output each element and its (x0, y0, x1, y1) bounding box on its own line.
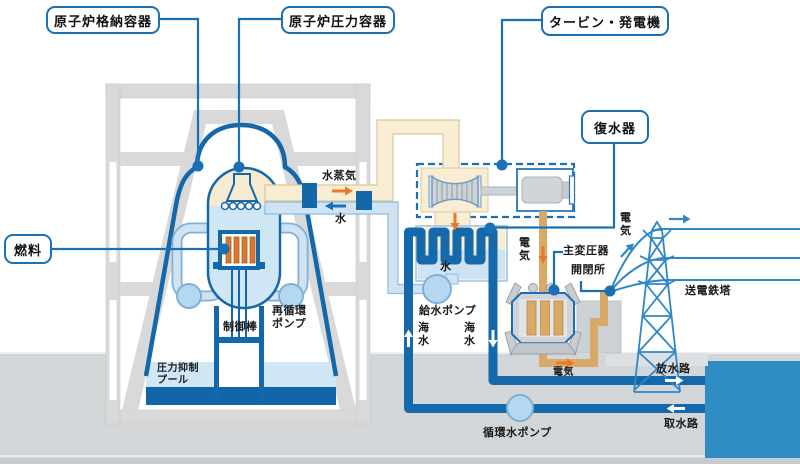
seawater-down-label: 海水 (464, 321, 475, 347)
water-flow-arrow (325, 201, 346, 211)
callout-pressure-vessel: 原子炉圧力容器 (281, 6, 395, 34)
callout-turbine-generator-label: タービン・発電機 (548, 15, 661, 31)
transmission-tower-label: 送電鉄塔 (685, 284, 731, 297)
condenser-water-label: 水 (440, 260, 452, 273)
steam-flow-arrow (332, 186, 353, 196)
steam-separator (225, 173, 259, 202)
suppression-pool-label: 圧力抑制 プール (157, 363, 199, 386)
callout-connectors (52, 17, 616, 293)
callout-turbine-generator: タービン・発電機 (541, 6, 669, 36)
control-rods-graphic (231, 268, 247, 337)
callout-condenser-label: 復水器 (593, 121, 636, 137)
electricity-up-arrow (620, 243, 634, 258)
generator-graphic (516, 168, 576, 212)
turbine-graphic (420, 167, 518, 213)
switchyard-building (576, 300, 622, 354)
callout-dots (192, 159, 616, 297)
feed-pump-label: 給水ポンプ (419, 304, 477, 317)
feedwater-pump-graphic (422, 273, 459, 304)
electricity-down-arrow (538, 246, 548, 264)
callout-containment-vessel: 原子炉格納容器 (46, 6, 160, 34)
electricity-tower-label: 電気 (620, 211, 631, 237)
turbine-down-arrow (450, 213, 460, 231)
water-label: 水 (335, 212, 347, 225)
steam-bubbles (220, 201, 262, 211)
reactor-pressure-vessel-graphic (206, 166, 282, 405)
intake-channel-label: 取水路 (664, 417, 699, 430)
discharge-channel-label: 放水路 (656, 362, 691, 375)
circulating-pump-graphic (506, 394, 534, 422)
electricity-right-arrow (556, 358, 575, 368)
turbine-generator-enclosure (415, 162, 576, 219)
main-transformer-label: 主変圧器 (563, 244, 609, 257)
transformer-graphic (504, 282, 582, 356)
recirc-pump-right (278, 283, 304, 309)
control-rods-label: 制御棒 (223, 320, 258, 333)
circulating-pump-label: 循環水ポンプ (483, 426, 552, 439)
tower-pad (606, 353, 708, 366)
callout-pressure-vessel-label: 原子炉圧力容器 (288, 14, 387, 30)
discharge-arrow (665, 376, 684, 385)
callout-containment-label: 原子炉格納容器 (53, 14, 152, 30)
power-lines (609, 228, 800, 293)
electricity-ground-label: 電気 (553, 367, 574, 378)
seawater-up-label: 海水 (418, 321, 429, 347)
recirc-pump-left (176, 283, 202, 309)
seawater-pipe (404, 227, 705, 413)
callout-fuel-label: 燃料 (13, 243, 42, 259)
powerline-right-arrow (669, 214, 691, 224)
reactor-building (105, 83, 371, 425)
callout-fuel: 燃料 (4, 234, 52, 264)
steam-label: 水蒸気 (322, 169, 357, 182)
flow-arrows (325, 186, 691, 413)
wall-penetrations (302, 183, 372, 210)
recirc-pump-label: 再循環 ポンプ (272, 304, 307, 330)
suppression-pool (146, 387, 336, 405)
intake-arrow (666, 404, 685, 413)
callout-condenser: 復水器 (581, 110, 649, 144)
electricity-gen-label: 電気 (519, 236, 530, 262)
turbine-shaft (480, 186, 518, 196)
switchyard-label: 開閉所 (571, 263, 606, 276)
seawater-down-arrow (488, 330, 498, 348)
seawater-up-arrow (404, 329, 413, 347)
sea (705, 361, 800, 458)
